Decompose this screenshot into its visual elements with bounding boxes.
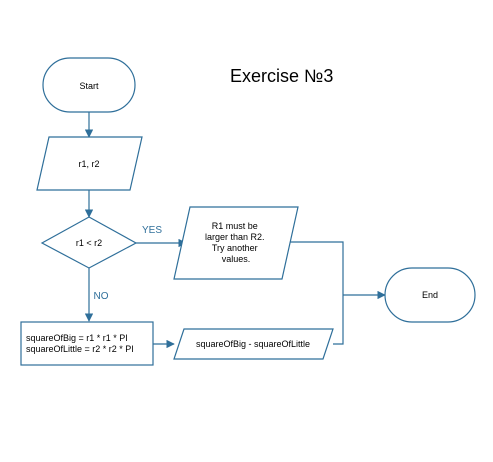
- error-line: values.: [222, 254, 251, 264]
- edge-output-to-end: [333, 295, 344, 345]
- output-node: [173, 328, 334, 360]
- error-text: R1 must be larger than R2. Try another v…: [205, 221, 267, 264]
- end-node: [384, 267, 476, 323]
- start-node: [42, 57, 136, 113]
- error-line: larger than R2.: [205, 232, 265, 242]
- no-label: NO: [94, 291, 109, 302]
- decision-node: [40, 216, 138, 269]
- decision-label: r1 < r2: [76, 238, 102, 248]
- input-label: r1, r2: [78, 159, 99, 169]
- input-node: [36, 136, 143, 191]
- edge-error-to-end: [285, 241, 344, 295]
- error-line: R1 must be: [212, 221, 258, 231]
- start-label: Start: [79, 81, 99, 91]
- error-line: Try another: [212, 243, 258, 253]
- compute-line: squareOfBig = r1 * r1 * PI: [26, 333, 128, 343]
- output-label: squareOfBig - squareOfLittle: [196, 339, 310, 349]
- diagram-title: Exercise №3: [230, 66, 334, 86]
- yes-label: YES: [142, 225, 162, 236]
- connectors: [84, 112, 386, 349]
- compute-line: squareOfLittle = r2 * r2 * PI: [26, 344, 134, 354]
- end-label: End: [422, 290, 438, 300]
- error-node: [173, 206, 299, 280]
- compute-node: [20, 321, 154, 366]
- compute-text: squareOfBig = r1 * r1 * PI squareOfLittl…: [26, 333, 134, 354]
